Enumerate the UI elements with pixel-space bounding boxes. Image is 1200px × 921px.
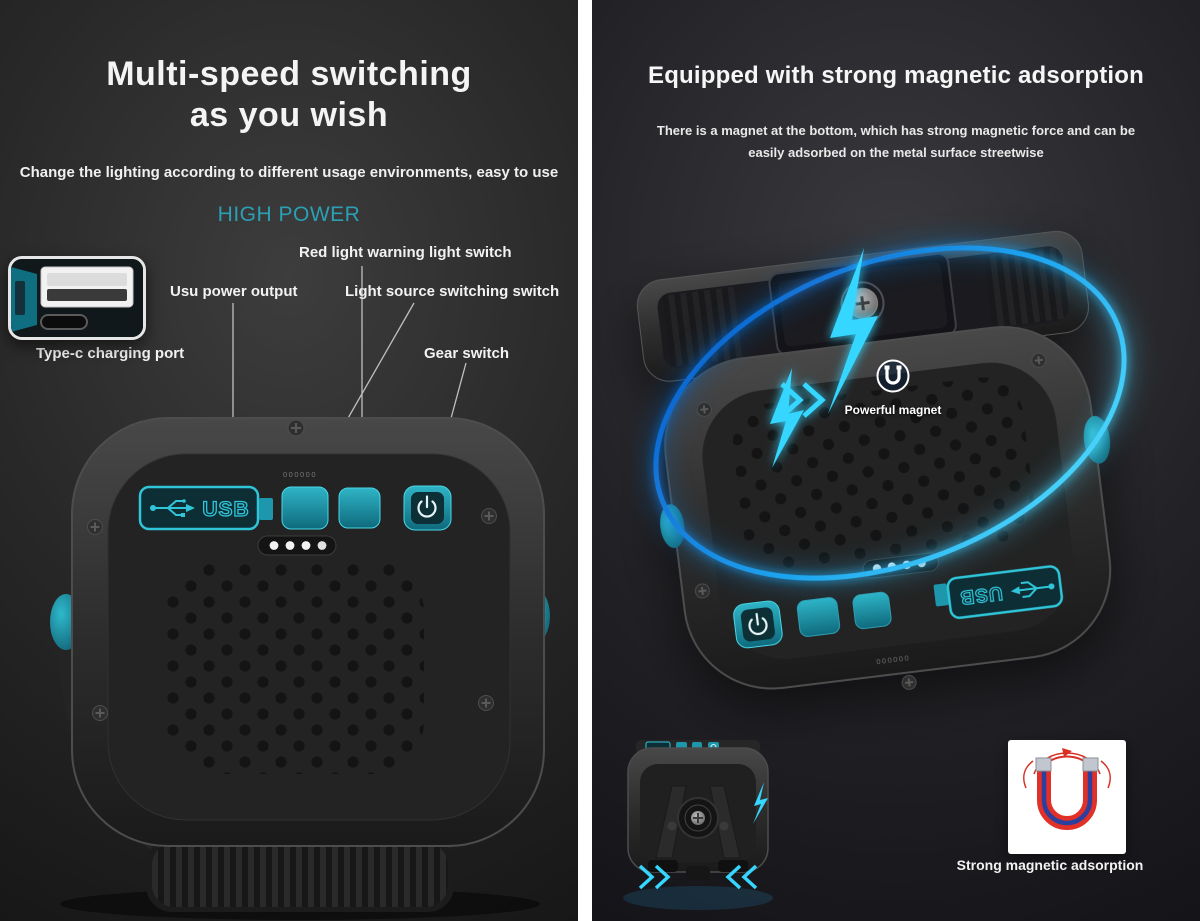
vent-dot-grid-right: [732, 377, 1035, 571]
screws: [87, 419, 497, 721]
usb-port-inset-photo: [8, 256, 146, 340]
product-back-photo: 000000 USB: [50, 417, 550, 920]
red-light-switch-button: [338, 487, 381, 529]
panel-divider: [578, 0, 592, 921]
energy-chevrons-icon: [780, 382, 826, 418]
usb-output-port-right: USB: [946, 565, 1064, 620]
gear-power-button: [403, 485, 452, 531]
callout-usb-power: Usu power output: [170, 283, 298, 300]
port-side-tab-right: [933, 583, 949, 607]
lightning-bolt-small-icon: [770, 368, 804, 468]
tripod-screw-icon: [855, 296, 870, 311]
red-light-switch-button-right: [796, 597, 841, 637]
right-description-line2: easily adsorbed on the metal surface str…: [748, 145, 1044, 160]
left-panel: Multi-speed switching as you wish Change…: [0, 0, 578, 921]
usb-a-port: [40, 266, 134, 308]
usb-output-port: USB: [138, 485, 260, 531]
horseshoe-magnet-icon: [1023, 748, 1111, 830]
type-c-port: [40, 314, 88, 330]
inset-bolt-icon: [753, 782, 768, 824]
right-panel: Equipped with strong magnetic adsorption…: [592, 0, 1200, 921]
usb-trident-icon: [150, 499, 195, 517]
magnet-circle-icon: [876, 359, 910, 393]
high-power-label: HIGH POWER: [217, 203, 361, 226]
usb-label: USB: [202, 498, 249, 521]
port-side-tab: [259, 498, 273, 520]
powerful-magnet-label: Powerful magnet: [844, 403, 942, 417]
callout-gear: Gear switch: [424, 345, 510, 362]
blue-energy-ring: [649, 241, 1131, 585]
usb-label-right: USB: [958, 582, 1003, 608]
ring-ellipse: [649, 241, 1131, 585]
molded-marks-right: 000000: [876, 653, 911, 666]
usb-trident-icon-right: [1010, 581, 1055, 598]
callout-type-c: Type-c charging port: [36, 345, 185, 362]
magnet-caption: Strong magnetic adsorption: [956, 857, 1144, 873]
light-source-switch-button-right: [852, 591, 892, 630]
left-title: Multi-speed switching as you wish: [0, 54, 578, 136]
inset-folded-stand: [655, 785, 741, 859]
inset-arrows-icon: [638, 864, 758, 890]
callout-light-source: Light source switching switch: [345, 283, 560, 300]
magnet-badge: Powerful magnet: [838, 356, 948, 417]
left-description: Change the lighting according to differe…: [19, 164, 559, 181]
left-title-line1: Multi-speed switching: [106, 55, 472, 93]
molded-marks: 000000: [283, 470, 317, 479]
usb-port-inset-drawing: [11, 259, 143, 337]
power-icon: [417, 495, 437, 518]
right-title: Equipped with strong magnetic adsorption: [647, 62, 1144, 89]
left-title-line2: as you wish: [189, 96, 389, 134]
product-inset-small-photo: [623, 740, 773, 910]
inset-glow: [623, 886, 773, 910]
vent-dot-grid: [162, 560, 424, 774]
light-source-switch-button: [281, 486, 329, 530]
gear-power-button-right: [733, 600, 783, 649]
battery-led-indicator: [257, 535, 337, 556]
screws-right: [694, 352, 1047, 690]
lightning-bolt-icon: [828, 248, 878, 414]
right-description-line1: There is a magnet at the bottom, which h…: [656, 123, 1136, 138]
callout-red-light: Red light warning light switch: [299, 244, 512, 261]
right-description: There is a magnet at the bottom, which h…: [592, 120, 1200, 164]
magnet-card: [1008, 740, 1126, 854]
